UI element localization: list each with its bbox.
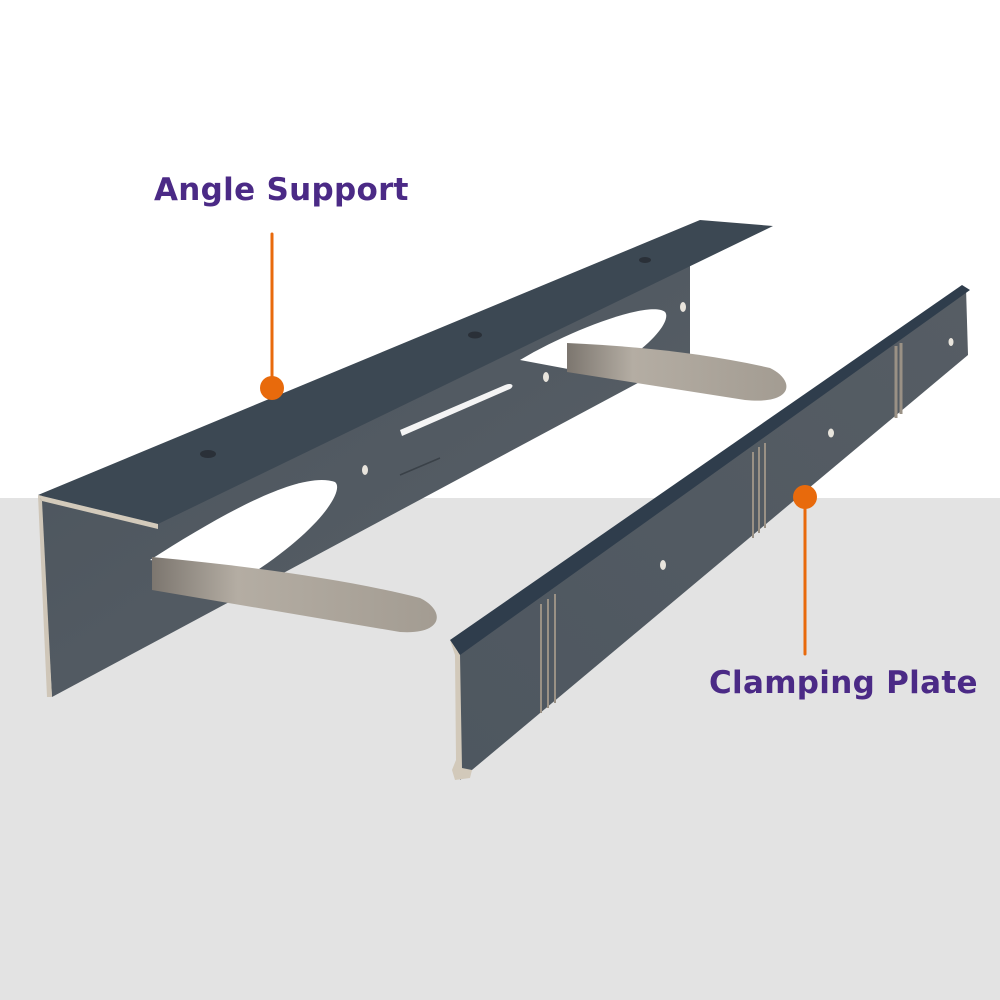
plate-hole bbox=[828, 428, 834, 438]
web-hole bbox=[362, 465, 368, 475]
rib-band bbox=[752, 443, 766, 538]
flange-hole bbox=[468, 331, 482, 339]
clamping-plate-label: Clamping Plate bbox=[709, 665, 978, 701]
clamping-plate-top-edge bbox=[450, 285, 970, 655]
angle-support bbox=[38, 220, 787, 697]
callout-angle-support bbox=[260, 232, 284, 400]
rib-band bbox=[540, 594, 556, 713]
web-hole bbox=[543, 372, 549, 382]
callout-dot bbox=[260, 376, 284, 400]
support-tab-left bbox=[152, 557, 437, 633]
clamping-plate bbox=[450, 285, 970, 780]
plate-hole bbox=[948, 338, 954, 346]
plate-hole bbox=[660, 560, 666, 570]
web-slot bbox=[400, 383, 513, 436]
angle-support-label: Angle Support bbox=[154, 172, 409, 208]
callout-dot bbox=[793, 485, 817, 509]
clamping-plate-face bbox=[458, 288, 968, 780]
flange-hole bbox=[200, 450, 216, 458]
clamping-plate-profile-end bbox=[450, 640, 472, 780]
callout-clamping-plate bbox=[793, 485, 817, 656]
rib-band bbox=[894, 343, 903, 418]
angle-support-top-flange bbox=[38, 220, 773, 524]
web-hole bbox=[680, 302, 686, 312]
flange-hole bbox=[639, 257, 651, 263]
web-cutout-right bbox=[520, 309, 667, 375]
support-tab-right bbox=[567, 343, 787, 401]
flange-edge bbox=[38, 495, 158, 529]
web-cutout-left bbox=[150, 480, 338, 575]
